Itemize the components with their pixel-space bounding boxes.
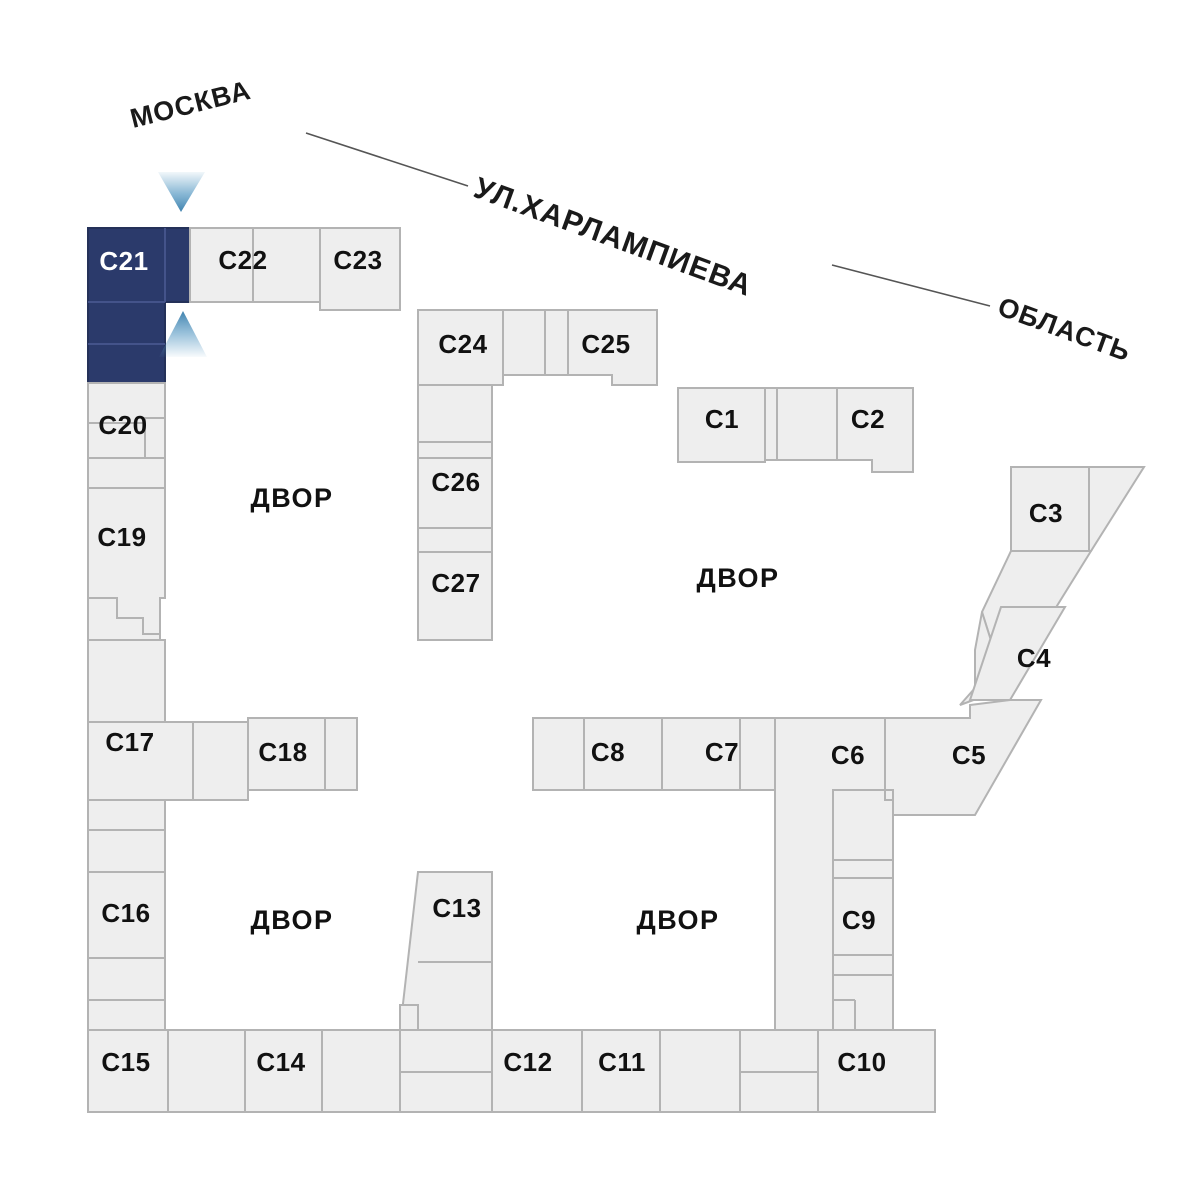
building-label-c14: C14 [256, 1047, 305, 1077]
building-shape-c18[interactable] [247, 717, 358, 791]
building-group-c9[interactable]: C9 [832, 789, 894, 1031]
building-label-c19: C19 [97, 522, 146, 552]
leader-line-oblast [831, 264, 991, 307]
building-label-c4: C4 [1017, 643, 1051, 673]
building-shape-c25[interactable] [502, 309, 658, 386]
building-divider-c2 [776, 388, 838, 460]
building-label-c16: C16 [101, 898, 150, 928]
building-label-c7: C7 [705, 737, 739, 767]
building-label-c12: C12 [503, 1047, 552, 1077]
building-shape-c1[interactable] [677, 387, 766, 463]
building-label-c5: C5 [952, 740, 986, 770]
building-group-c4[interactable]: C4 [959, 550, 1093, 706]
building-group-c19[interactable]: C19 [87, 457, 166, 641]
building-group-c17[interactable]: C17 [87, 639, 249, 801]
building-shape-c9[interactable] [832, 789, 894, 1031]
building-group-c11[interactable]: C11 [581, 1029, 741, 1113]
building-group-c10[interactable]: C10 [739, 1029, 936, 1113]
building-group-c21[interactable]: C21 [87, 227, 191, 384]
building-group-c3[interactable]: C3 [1010, 466, 1146, 552]
building-group-c14[interactable]: C14 [244, 1029, 401, 1113]
building-label-c2: C2 [851, 404, 885, 434]
yard-label-north-west: ДВОР [250, 483, 333, 513]
building-group-c13[interactable]: C13 [399, 871, 493, 1031]
building-divider-c21 [88, 228, 166, 345]
building-shape-c27[interactable] [417, 527, 493, 641]
building-shape-c2[interactable] [764, 387, 914, 473]
building-group-c7[interactable]: C7 [661, 717, 776, 791]
building-label-c20: C20 [98, 410, 147, 440]
building-divider-c19 [88, 487, 165, 635]
entrance-arrow-up [159, 311, 207, 357]
building-label-c3: C3 [1029, 498, 1063, 528]
yard-label-south-east: ДВОР [636, 905, 719, 935]
direction-label-oblast: ОБЛАСТЬ [994, 291, 1135, 367]
building-divider-c16 [88, 829, 165, 1001]
building-label-c9: C9 [842, 905, 876, 935]
building-label-c22: C22 [218, 245, 267, 275]
building-shape-c13-lower[interactable] [399, 1004, 419, 1031]
leader-line-moscow [305, 132, 469, 187]
building-label-c11: C11 [598, 1047, 646, 1077]
building-group-c23[interactable]: C23 [319, 227, 401, 311]
entrance-arrow-down [158, 172, 205, 212]
building-label-c8: C8 [591, 737, 625, 767]
building-divider-c25 [544, 310, 569, 375]
building-label-c10: C10 [837, 1047, 886, 1077]
building-group-c12[interactable]: C12 [399, 1029, 583, 1113]
building-group-c18[interactable]: C18 [247, 717, 358, 791]
building-shape-c20-ext[interactable] [144, 417, 166, 459]
building-group-c16[interactable]: C16 [87, 799, 166, 1031]
yard-label-north-east: ДВОР [696, 563, 779, 593]
yard-labels: ДВОР ДВОР ДВОР ДВОР [250, 483, 779, 935]
building-group-c25[interactable]: C25 [502, 309, 658, 386]
building-group-c2[interactable]: C2 [764, 387, 914, 473]
building-shape-c26[interactable] [417, 384, 493, 529]
building-group-c27[interactable]: C27 [417, 527, 493, 641]
building-group-c22[interactable]: C22 [189, 227, 321, 303]
building-label-c26: C26 [431, 467, 480, 497]
building-divider-c10 [740, 1030, 819, 1112]
building-label-c13: C13 [432, 893, 481, 923]
direction-label-moscow: МОСКВА [127, 75, 254, 134]
building-group-c20[interactable]: C20 [87, 382, 166, 459]
building-shape-c24[interactable] [417, 309, 504, 386]
building-divider-c17 [88, 721, 194, 800]
building-label-c15: C15 [101, 1047, 150, 1077]
yard-label-south-west: ДВОР [250, 905, 333, 935]
building-label-c1: C1 [705, 404, 739, 434]
building-shape-c23[interactable] [319, 227, 401, 311]
building-label-c27: C27 [431, 568, 480, 598]
building-label-c23: C23 [333, 245, 382, 275]
building-label-c25: C25 [581, 329, 630, 359]
building-divider-c13 [417, 961, 492, 1030]
building-group-c24[interactable]: C24 [417, 309, 504, 386]
building-divider-c26 [418, 441, 492, 459]
building-divider-c9 [833, 859, 893, 1030]
building-group-c5[interactable]: C5 [884, 699, 1043, 816]
building-divider-c12 [400, 1030, 493, 1112]
building-label-c18: C18 [258, 737, 307, 767]
building-label-c24: C24 [438, 329, 487, 359]
building-group-c15[interactable]: C15 [87, 1029, 246, 1113]
building-group-c1[interactable]: C1 [677, 387, 766, 463]
building-group-c8[interactable]: C8 [532, 717, 663, 791]
street-name-label: УЛ.ХАРЛАМПИЕВА [470, 172, 757, 303]
building-label-c21: C21 [99, 246, 148, 276]
building-group-c26[interactable]: C26 [417, 384, 493, 529]
building-shape-c17[interactable] [87, 639, 249, 801]
building-label-c6: C6 [831, 740, 865, 770]
building-label-c17: C17 [105, 727, 154, 757]
